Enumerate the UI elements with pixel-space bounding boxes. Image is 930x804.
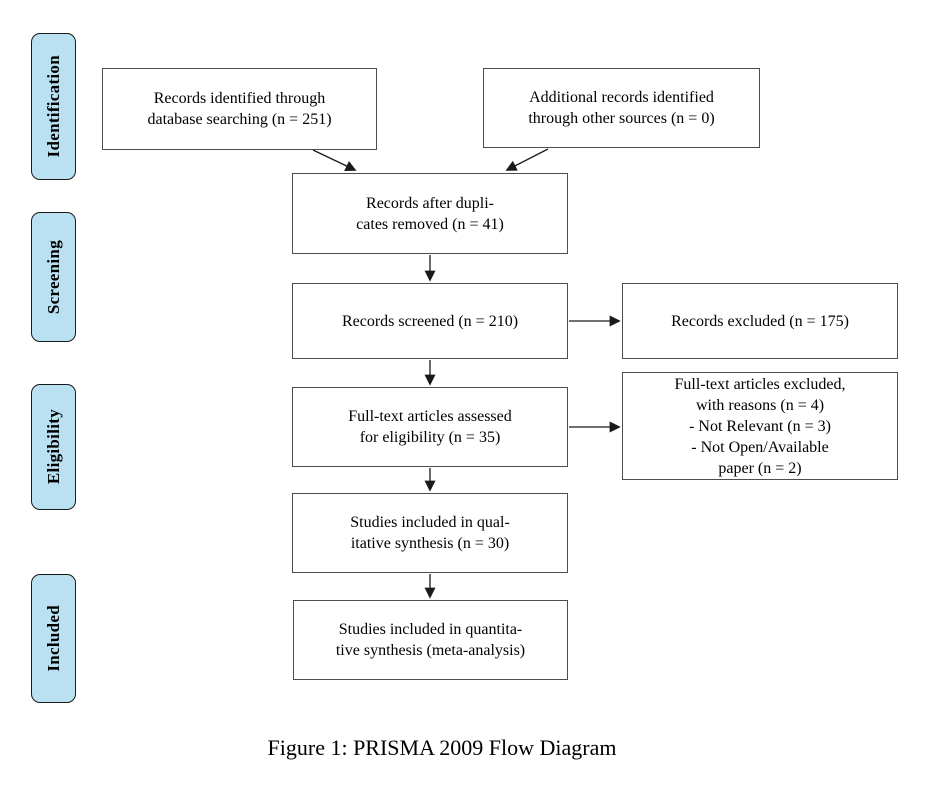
box-qualitative-synthesis: Studies included in qual- itative synthe…: [292, 493, 568, 573]
box-text-line: Records after dupli-: [366, 194, 494, 212]
stage-eligibility-label: Eligibility: [43, 409, 63, 485]
stage-identification: Identification: [31, 33, 76, 180]
box-text-line: cates removed (n = 41): [356, 215, 504, 233]
box-records-identified: Records identified through database sear…: [102, 68, 377, 150]
stage-included-label: Included: [43, 605, 63, 672]
box-text-line: tive synthesis (meta-analysis): [335, 642, 526, 659]
stage-identification-label: Identification: [43, 55, 63, 158]
arrow-additional-to-duplicates: [505, 148, 549, 171]
box-text-line: Records screened (n = 210): [341, 312, 519, 330]
box-text-line: Records identified through: [153, 90, 326, 107]
box-text-line: - Not Relevant (n = 3): [689, 417, 831, 435]
box-text-line: Full-text articles excluded,: [674, 375, 846, 393]
box-records-screened: Records screened (n = 210): [292, 283, 568, 359]
arrow-identified-to-duplicates: [312, 149, 357, 171]
stage-screening: Screening: [31, 212, 76, 342]
box-quantitative-synthesis: Studies included in quantita- tive synth…: [293, 600, 568, 680]
box-text-line: paper (n = 2): [718, 459, 802, 477]
stage-screening-label: Screening: [43, 239, 63, 315]
box-text-line: Additional records identified: [529, 89, 714, 106]
box-text-line: database searching (n = 251): [147, 111, 332, 128]
stage-included: Included: [31, 574, 76, 703]
figure-caption: Figure 1: PRISMA 2009 Flow Diagram: [267, 735, 617, 760]
box-text-line: itative synthesis (n = 30): [350, 535, 510, 552]
box-text-line: Studies included in quantita-: [338, 621, 523, 638]
box-fulltext-excluded: Full-text articles excluded, with reason…: [622, 372, 898, 480]
box-fulltext-assessed: Full-text articles assessed for eligibil…: [292, 387, 568, 467]
box-text-line: through other sources (n = 0): [528, 110, 715, 127]
box-text-line: Full-text articles assessed: [348, 408, 512, 425]
box-text-line: - Not Open/Available: [691, 438, 829, 456]
stage-eligibility: Eligibility: [31, 384, 76, 510]
box-additional-records: Additional records identified through ot…: [483, 68, 760, 148]
box-text-line: Studies included in qual-: [350, 514, 510, 531]
box-text-line: for eligibility (n = 35): [359, 429, 501, 446]
box-duplicates-removed: Records after dupli- cates removed (n = …: [292, 173, 568, 254]
box-text-line: with reasons (n = 4): [695, 396, 825, 414]
box-records-excluded: Records excluded (n = 175): [622, 283, 898, 359]
box-text-line: Records excluded (n = 175): [671, 312, 849, 330]
